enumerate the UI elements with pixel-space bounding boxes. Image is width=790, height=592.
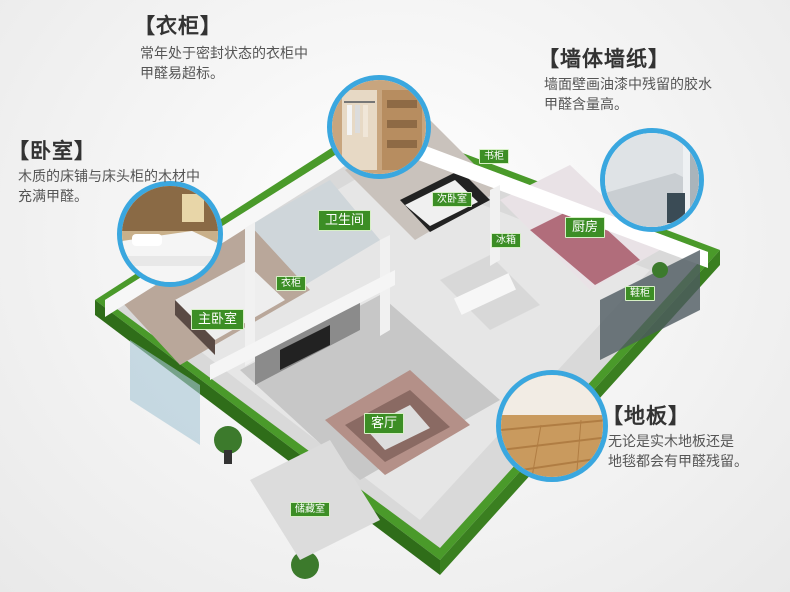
wallpaper-callout-line-1: 墙面壁画油漆中残留的胶水 xyxy=(544,77,712,93)
bedroom-callout-line-1: 木质的床铺与床头柜的木材中 xyxy=(18,169,200,185)
wallpaper-callout-line-2: 甲醛含量高。 xyxy=(544,97,628,113)
wardrobe-callout-line-1: 常年处于密封状态的衣柜中 xyxy=(140,46,308,62)
floor-callout: 【地板】 无论是实木地板还是 地毯都会有甲醛残留。 xyxy=(602,400,748,472)
wardrobe-callout: 【衣柜】 常年处于密封状态的衣柜中 甲醛易超标。 xyxy=(134,10,308,84)
bedroom-callout-title: 【卧室】 xyxy=(8,139,96,163)
room-label-second-bedroom: 次卧室 xyxy=(432,192,472,207)
room-label-kitchen: 厨房 xyxy=(565,217,606,238)
wallpaper-callout: 【墙体墙纸】 墙面壁画油漆中残留的胶水 甲醛含量高。 xyxy=(538,43,712,115)
floor-callout-line-2: 地毯都会有甲醛残留。 xyxy=(608,454,748,470)
bedroom-photo-circle xyxy=(117,181,223,287)
wallpaper-callout-title: 【墙体墙纸】 xyxy=(538,47,670,71)
wardrobe-photo xyxy=(332,80,426,174)
room-label-storage-room: 储藏室 xyxy=(290,502,330,517)
room-label-bathroom: 卫生间 xyxy=(318,210,372,231)
wardrobe-callout-line-2: 甲醛易超标。 xyxy=(140,66,224,82)
room-label-master-bedroom: 主卧室 xyxy=(191,309,245,330)
room-label-living-room: 客厅 xyxy=(364,413,405,434)
floor-callout-line-1: 无论是实木地板还是 xyxy=(608,434,734,450)
wardrobe-callout-title: 【衣柜】 xyxy=(134,14,222,38)
room-label-wardrobe: 衣柜 xyxy=(276,276,306,291)
room-label-bookcase: 书柜 xyxy=(479,149,509,164)
floor-callout-title: 【地板】 xyxy=(602,404,690,428)
floor-photo-circle xyxy=(496,370,608,482)
room-label-shoe-cabinet: 鞋柜 xyxy=(625,286,655,301)
wall-photo xyxy=(605,133,699,227)
wall-photo-circle xyxy=(600,128,704,232)
bedroom-callout: 【卧室】 木质的床铺与床头柜的木材中 充满甲醛。 xyxy=(8,135,200,207)
bedroom-callout-line-2: 充满甲醛。 xyxy=(18,189,88,205)
wardrobe-photo-circle xyxy=(327,75,431,179)
bedroom-photo xyxy=(122,186,218,282)
room-label-fridge: 冰箱 xyxy=(491,233,521,248)
